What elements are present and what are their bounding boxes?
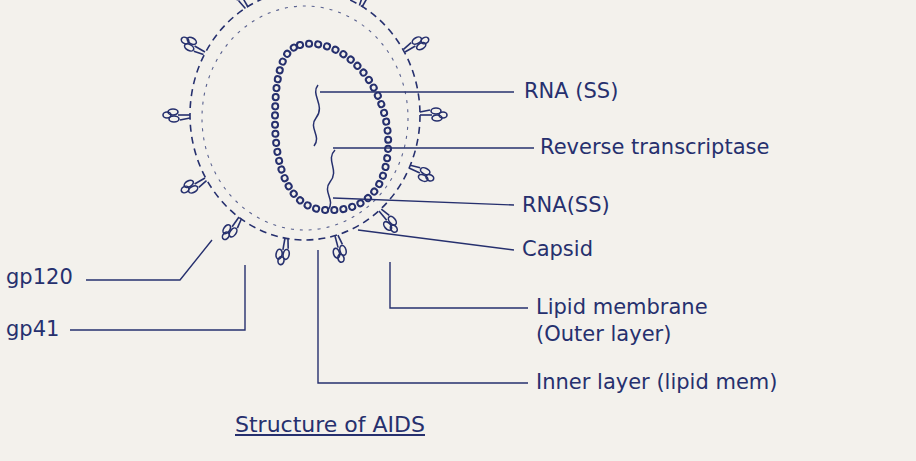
glycoprotein-spikes xyxy=(163,0,447,266)
protein-label: gp120 xyxy=(6,264,73,291)
leader-lines xyxy=(70,92,534,383)
protein-label: gp41 xyxy=(6,316,59,343)
inner-membrane xyxy=(202,6,408,230)
part-label: Inner layer (lipid mem) xyxy=(536,369,777,396)
part-label: RNA (SS) xyxy=(524,78,618,105)
part-label: RNA(SS) xyxy=(522,192,610,219)
part-label: Capsid xyxy=(522,236,593,263)
capsid-shell xyxy=(275,44,388,210)
outer-membrane xyxy=(190,0,420,240)
part-label: Lipid membrane (Outer layer) xyxy=(536,294,751,349)
diagram-title: Structure of AIDS xyxy=(235,412,425,437)
part-label: Reverse transcriptase xyxy=(540,134,769,161)
rna-strand xyxy=(313,85,335,210)
